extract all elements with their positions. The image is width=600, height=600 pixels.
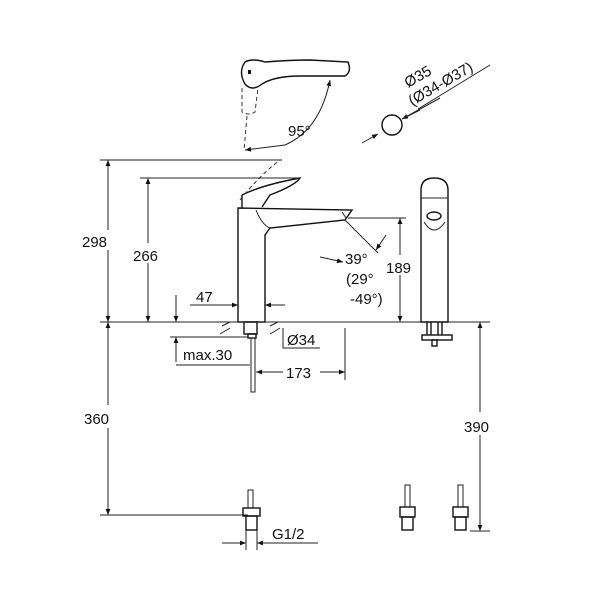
spout-angle-label: 39° [345, 251, 368, 268]
hose-length-left-label: 360 [84, 411, 109, 428]
hose-fitting-right [452, 484, 469, 531]
max-deck-thickness-label: max.30 [183, 347, 232, 364]
handle-rotation-label: 95° [288, 123, 311, 140]
total-height-label: 298 [82, 234, 107, 251]
spout-angle-range-start: (29° [346, 271, 374, 288]
hose-length-right-label: 390 [464, 419, 489, 436]
body-width-label: 47 [196, 289, 213, 306]
spout-height-label: 266 [133, 248, 158, 265]
hole-diameter-detail: Ø35 (Ø34-Ø37) [361, 59, 491, 144]
spout-reach-label: 173 [286, 365, 311, 382]
hose-fitting-middle [399, 484, 416, 531]
handle-top-view: 95° [240, 59, 351, 152]
connection-thread-label: G1/2 [272, 526, 305, 543]
outlet-height-label: 189 [386, 260, 411, 277]
faucet-side-view [219, 159, 354, 393]
base-diameter-label: Ø34 [287, 332, 315, 349]
faucet-front-view [420, 177, 453, 347]
hose-fitting-left [242, 489, 261, 531]
spout-angle-range-end: -49°) [350, 291, 383, 308]
